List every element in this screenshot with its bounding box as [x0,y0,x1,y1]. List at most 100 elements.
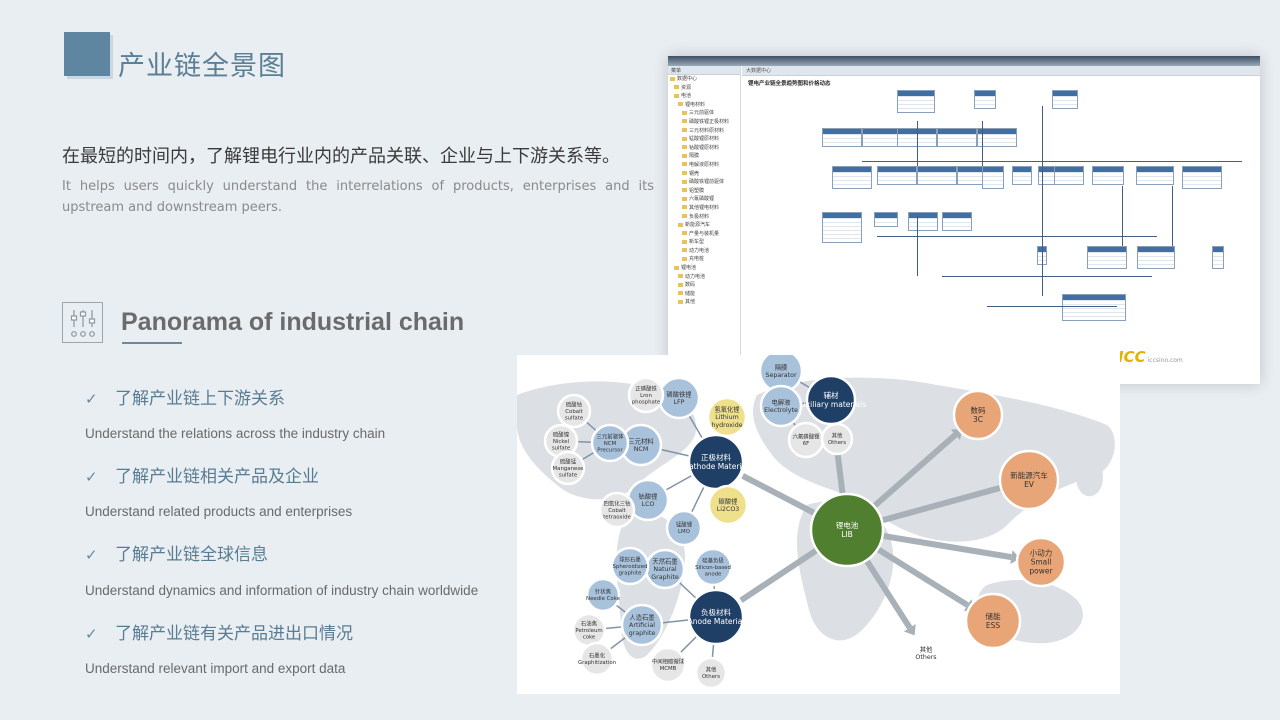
sidebar-tree-item[interactable]: 新车型 [668,238,740,247]
sidebar-tree-item[interactable]: 钢壳 [668,170,740,179]
main-tab[interactable]: 大数据中心 [742,66,1260,76]
petcoke-node-label: Petroleum [575,628,602,634]
flow-node[interactable] [1012,166,1032,185]
sidebar-tree-item[interactable]: 锂电材料 [668,101,740,110]
sidebar-tree-item[interactable]: 六氟磷酸锂 [668,195,740,204]
flow-node[interactable] [1137,246,1175,269]
sidebar-tree-item[interactable]: 新能源汽车 [668,221,740,230]
sidebar-tree-label: 其他 [685,299,696,306]
flow-node[interactable] [822,212,862,243]
flow-node[interactable] [917,166,957,185]
flow-node[interactable] [908,212,938,231]
flow-node[interactable] [977,128,1017,147]
lioh-node-label: 氢氧化锂 [714,405,740,414]
sidebar-tree-item[interactable]: 电池 [668,92,740,101]
flow-node[interactable] [1212,246,1224,269]
sidebar-tree-item[interactable]: 数码 [668,281,740,290]
sidebar-tree-item[interactable]: 钴酸锂原材料 [668,144,740,153]
flow-node[interactable] [822,128,862,147]
flow-node[interactable] [1182,166,1222,189]
sidebar-tree-item[interactable]: 锂电池 [668,264,740,273]
sidebar-tree-item[interactable]: 锰酸锂原材料 [668,135,740,144]
graphitization-node-label: Graphitization [578,660,616,666]
sidebar-tree-item[interactable]: 动力电池 [668,273,740,282]
flow-node[interactable] [897,90,935,113]
flow-node[interactable] [1052,90,1078,109]
sidebar-tree-item[interactable]: 三元前驱体 [668,109,740,118]
sidebar-tree-item[interactable]: 产量与装机量 [668,230,740,239]
flow-node[interactable] [937,128,977,147]
check-icon: ✓ [85,546,98,564]
sidebar-tree-item[interactable]: 三元材料原材料 [668,127,740,136]
lmo-node-circle [665,509,703,547]
flow-node[interactable] [1054,166,1084,185]
flow-node[interactable] [974,90,996,109]
anode-node-label: 负极材料 [701,607,731,617]
sidebar-tree-item[interactable]: 隔膜 [668,152,740,161]
flow-node[interactable] [1087,246,1127,269]
flow-node[interactable] [942,212,972,231]
sidebar-tree-item[interactable]: 铝塑膜 [668,187,740,196]
ncm-node-label: NCM [634,446,649,453]
sidebar-tree-item[interactable]: 负极材料 [668,213,740,222]
sidebar-tree-item[interactable]: 储能 [668,290,740,299]
sidebar-tree-item[interactable]: 磷酸铁锂前驱体 [668,178,740,187]
flow-node[interactable] [1092,166,1124,185]
sidebar-tree-item[interactable]: 磷酸铁锂正极材料 [668,118,740,127]
sidebar-tree-item[interactable]: 资源 [668,84,740,93]
flow-node[interactable] [874,212,898,227]
flow-node[interactable] [1136,166,1174,185]
ev-node-circle [998,449,1060,511]
feature-item-2: ✓了解产业链相关产品及企业 [85,462,319,487]
sidebar-tree-item[interactable]: 电解液原材料 [668,161,740,170]
folder-icon [682,196,687,201]
others-node-circle [904,631,948,675]
sidebar-tree-item[interactable]: 充电桩 [668,255,740,264]
sidebar-tree-item[interactable]: 其他 [668,298,740,307]
flow-node[interactable] [862,128,902,147]
flow-node[interactable] [982,166,1004,189]
sidebar-tree-item[interactable]: 数据中心 [668,75,740,84]
flow-node[interactable] [877,166,917,185]
flow-node[interactable] [1062,294,1126,321]
silicon-node-label: Silicon-based [695,565,731,571]
sidebar-tree-item[interactable]: 动力电池 [668,247,740,256]
folder-icon [678,222,683,227]
sidebar-tree-item[interactable]: 其他锂电材料 [668,204,740,213]
flow-node[interactable] [832,166,872,189]
center-lib-node-label: 锂电池 [836,520,859,530]
ev-node-label: EV [1024,480,1035,489]
artificial-graphite-node-circle [620,603,664,647]
flow-connector [917,216,918,276]
